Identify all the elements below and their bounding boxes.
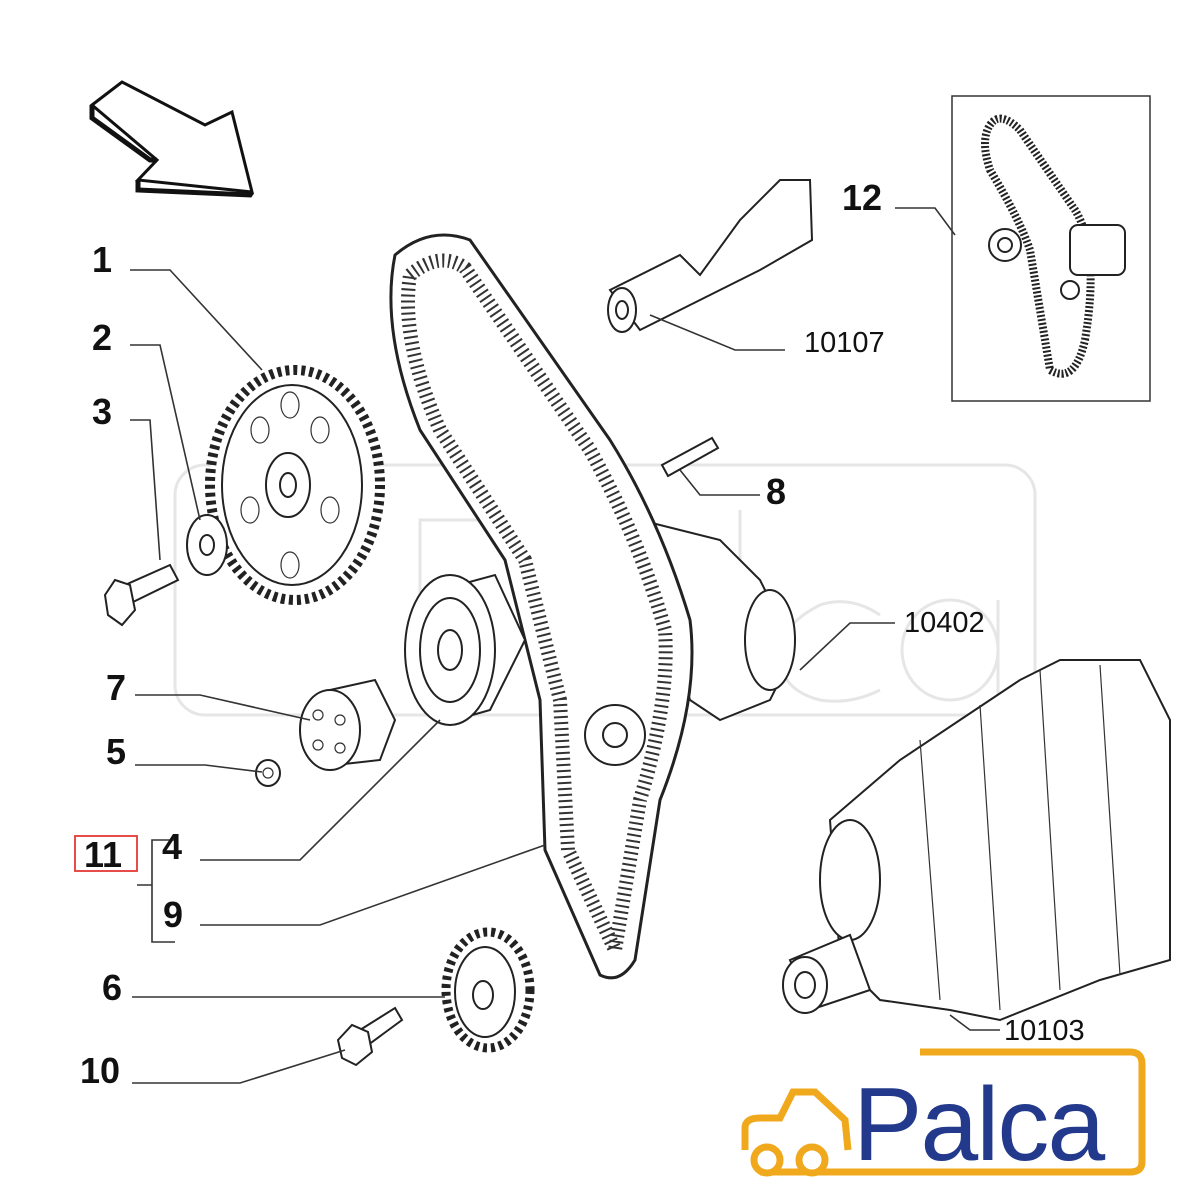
callout-3: 3 — [92, 391, 112, 432]
callout-1: 1 — [92, 239, 112, 280]
highlight-box — [74, 835, 138, 872]
callout-12: 12 — [842, 177, 882, 218]
code-10107: 10107 — [804, 327, 885, 359]
inset-belt-kit — [951, 95, 1151, 402]
pin-part — [660, 436, 720, 478]
callout-8: 8 — [766, 471, 786, 512]
code-10103: 10103 — [1004, 1015, 1085, 1047]
timing-belt-part — [389, 233, 694, 980]
callout-11: 11 — [84, 834, 122, 875]
palca-logo: Palca — [741, 1048, 1146, 1183]
callout-5: 5 — [106, 731, 126, 772]
leader-lines — [130, 207, 1000, 1084]
callout-9: 9 — [163, 894, 183, 935]
washer-part — [186, 514, 228, 576]
direction-arrow-icon — [89, 80, 254, 194]
bolt-part — [103, 563, 180, 627]
callouts: 1 2 3 7 5 4 9 11 6 10 8 12 10107 10402 1… — [74, 177, 1085, 1091]
callout-4: 4 — [162, 826, 182, 867]
spacer-part — [299, 678, 397, 771]
crank-bolt-part — [336, 1006, 404, 1067]
nut-part — [255, 759, 281, 787]
car-icon — [741, 1088, 852, 1151]
crankshaft-part — [782, 659, 1171, 1022]
callout-7: 7 — [106, 667, 126, 708]
code-10402: 10402 — [904, 607, 985, 639]
logo-text: Palca — [853, 1067, 1105, 1183]
callout-6: 6 — [102, 967, 122, 1008]
callout-2: 2 — [92, 317, 112, 358]
crankshaft-gear-part — [441, 927, 535, 1053]
tensioner-pulley-part — [404, 573, 527, 726]
camshaft-part — [607, 179, 814, 333]
camshaft-pulley-part — [205, 365, 385, 605]
callout-10: 10 — [80, 1050, 120, 1091]
water-pump-part — [638, 518, 796, 722]
